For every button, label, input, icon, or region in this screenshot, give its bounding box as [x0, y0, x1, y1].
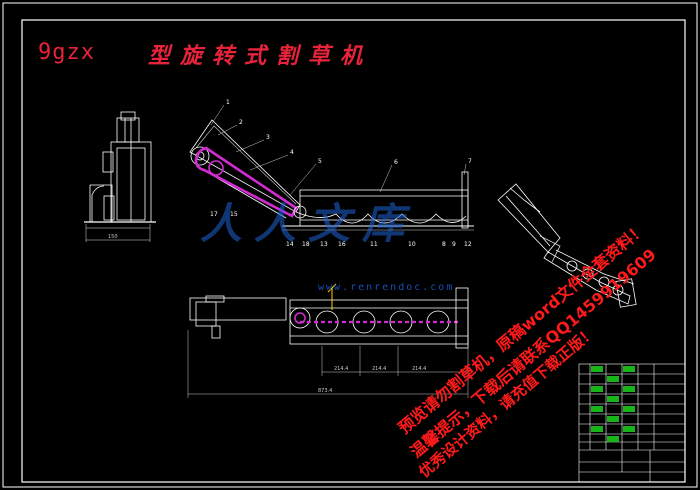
part-label-18: 18	[302, 241, 310, 248]
part-label-3: 3	[266, 134, 270, 141]
part-label-14: 14	[286, 241, 294, 248]
part-label-7: 7	[468, 158, 472, 165]
drawing-title: 型旋转式割草机	[148, 43, 373, 69]
part-label-13: 13	[320, 241, 328, 248]
inner-border	[21, 19, 686, 483]
part-label-12: 12	[464, 241, 472, 248]
part-labels: 1 2 3 4 5 6 7 8 9 10 11 12 13 14 15 16 1…	[210, 99, 472, 248]
part-label-16: 16	[338, 241, 346, 248]
plan-dim-total: 873.4	[318, 388, 332, 394]
part-label-4: 4	[290, 149, 294, 156]
drawing-model-number: 9gzx	[38, 40, 95, 65]
isometric-view	[497, 183, 637, 308]
watermark-logo: 人人文库	[200, 199, 417, 248]
part-label-2: 2	[239, 119, 243, 126]
plan-dimensions: 873.4 214.4 214.4 214.4	[318, 366, 426, 394]
yellow-leader	[327, 283, 337, 310]
side-view	[84, 111, 156, 242]
part-label-5: 5	[318, 158, 322, 165]
leader-lines	[210, 104, 467, 196]
part-label-11: 11	[370, 241, 378, 248]
part-label-15: 15	[230, 211, 238, 218]
part-label-8: 8	[442, 241, 446, 248]
plan-dim-pitch-1: 214.4	[334, 366, 348, 372]
part-label-10: 10	[408, 241, 416, 248]
plan-view	[187, 287, 469, 398]
part-label-9: 9	[452, 241, 456, 248]
title-block-green-cells	[591, 366, 635, 442]
title-block	[578, 363, 686, 483]
front-elevation	[189, 119, 474, 231]
plan-dim-pitch-2: 214.4	[372, 366, 386, 372]
side-view-width-dim: 150	[108, 234, 118, 240]
part-label-6: 6	[394, 159, 398, 166]
part-label-1: 1	[226, 99, 230, 106]
plan-dim-pitch-3: 214.4	[412, 366, 426, 372]
part-label-17: 17	[210, 211, 218, 218]
watermark-site: www.renrendoc.com	[318, 282, 455, 293]
